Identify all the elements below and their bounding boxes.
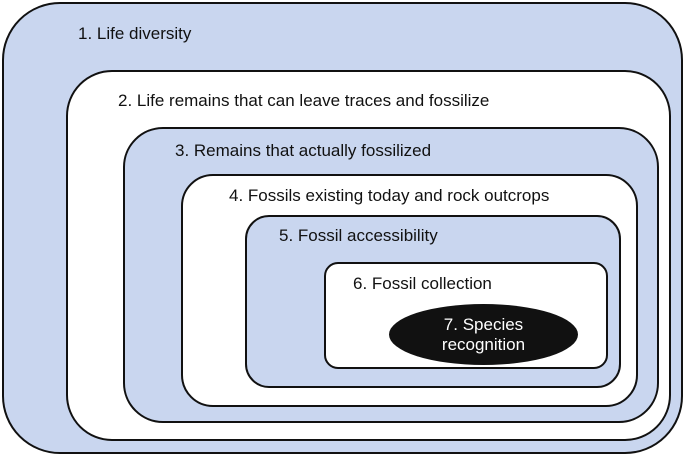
- level-5-label: 5. Fossil accessibility: [279, 226, 438, 245]
- level-7-label-line1: 7. Species: [443, 314, 524, 334]
- level-6-label: 6. Fossil collection: [353, 274, 492, 293]
- level-7-label-line2: recognition: [441, 334, 526, 354]
- level-7-ellipse: 7. Species recognition: [389, 304, 578, 365]
- level-1-label: 1. Life diversity: [78, 24, 192, 43]
- level-3-label: 3. Remains that actually fossilized: [175, 141, 432, 160]
- level-2-label: 2. Life remains that can leave traces an…: [118, 91, 490, 110]
- level-4-label: 4. Fossils existing today and rock outcr…: [229, 186, 550, 205]
